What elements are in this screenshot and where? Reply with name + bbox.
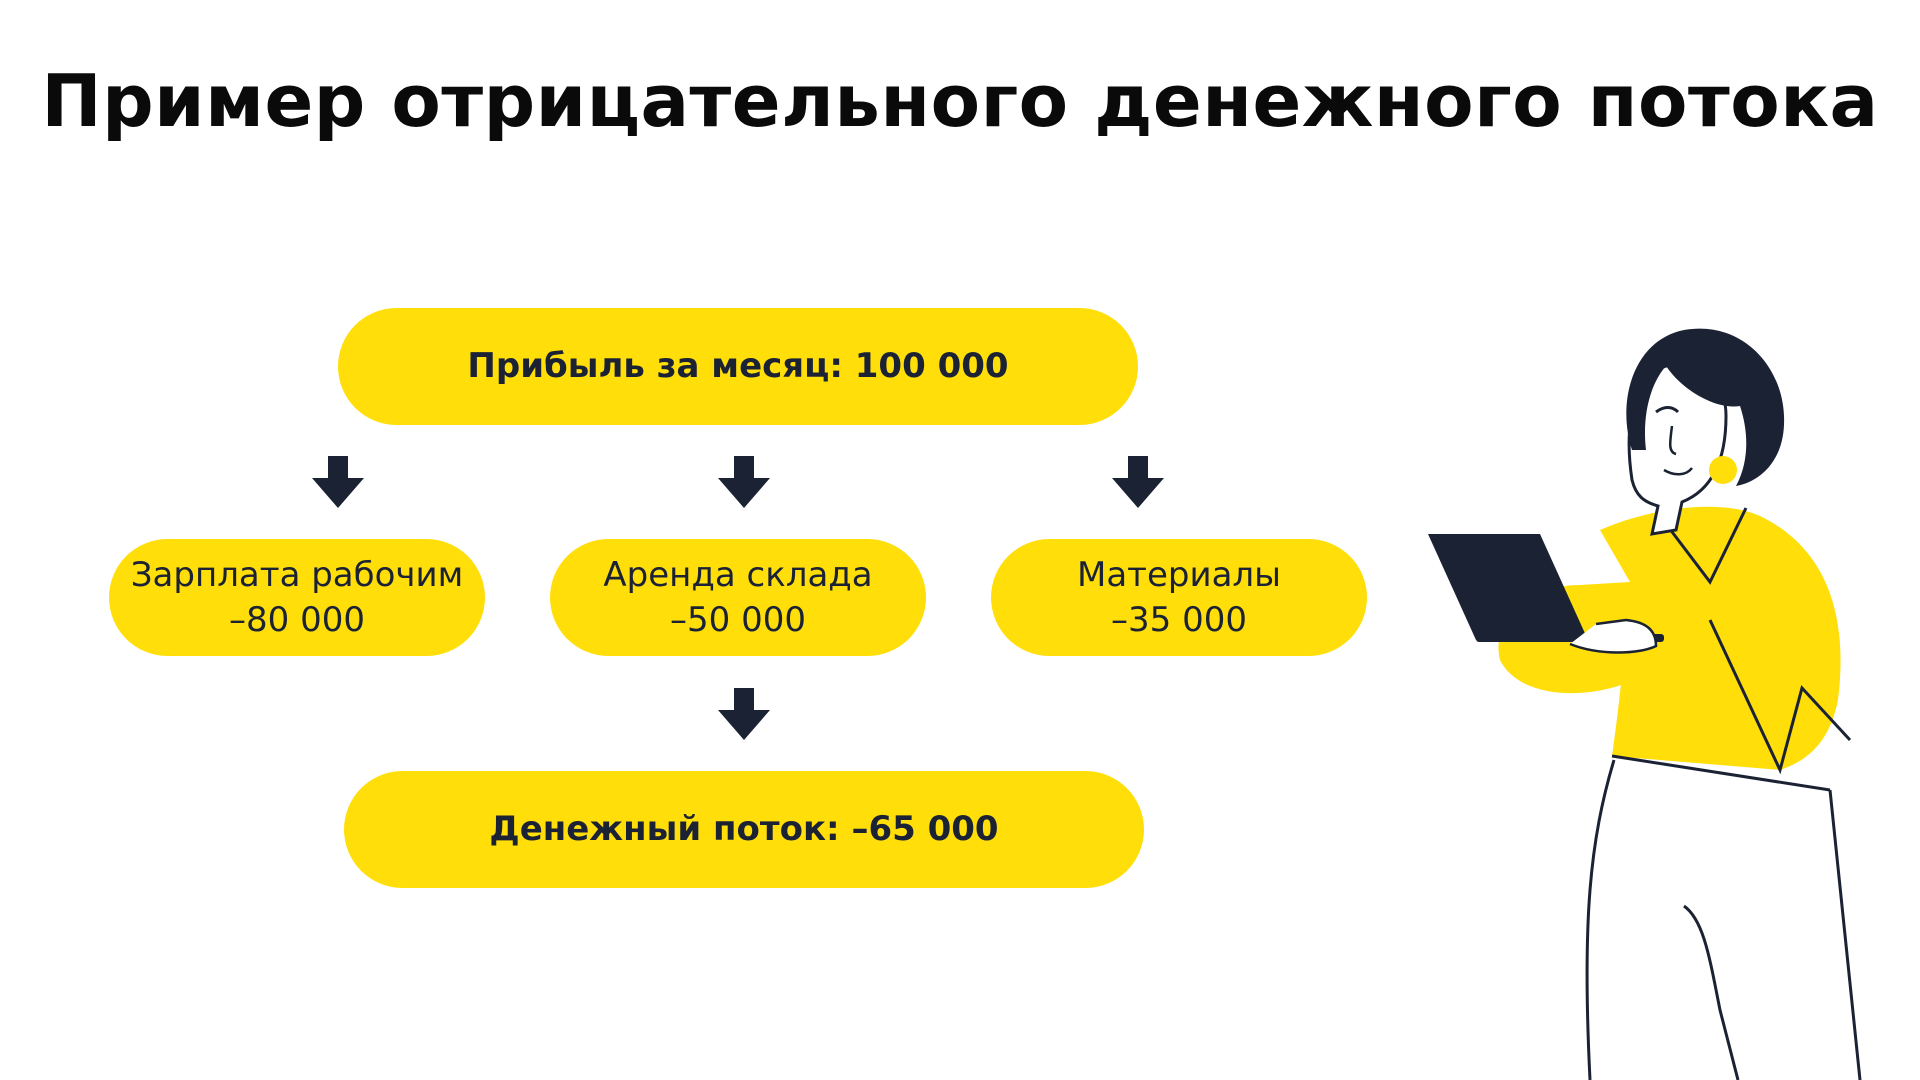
expense-value: –35 000 [1111, 599, 1247, 640]
profit-label: Прибыль за месяц: 100 000 [467, 346, 1009, 387]
arrow-down-icon [718, 456, 770, 508]
expense-node-salary: Зарплата рабочим –80 000 [109, 539, 485, 656]
expense-node-rent: Аренда склада –50 000 [550, 539, 926, 656]
expense-value: –80 000 [229, 599, 365, 640]
profit-node: Прибыль за месяц: 100 000 [338, 308, 1138, 425]
expense-label: Аренда склада [603, 555, 873, 596]
expense-value: –50 000 [670, 599, 806, 640]
arrow-down-icon [718, 688, 770, 740]
expense-label: Материалы [1077, 555, 1281, 596]
arrow-down-icon [312, 456, 364, 508]
expense-label: Зарплата рабочим [130, 555, 464, 596]
woman-with-laptop-illustration [1428, 328, 1862, 1080]
expense-node-materials: Материалы –35 000 [991, 539, 1367, 656]
arrow-down-icon [1112, 456, 1164, 508]
cashflow-label: Денежный поток: –65 000 [489, 809, 999, 850]
page-title: Пример отрицательного денежного потока [41, 59, 1879, 143]
cashflow-node: Денежный поток: –65 000 [344, 771, 1144, 888]
